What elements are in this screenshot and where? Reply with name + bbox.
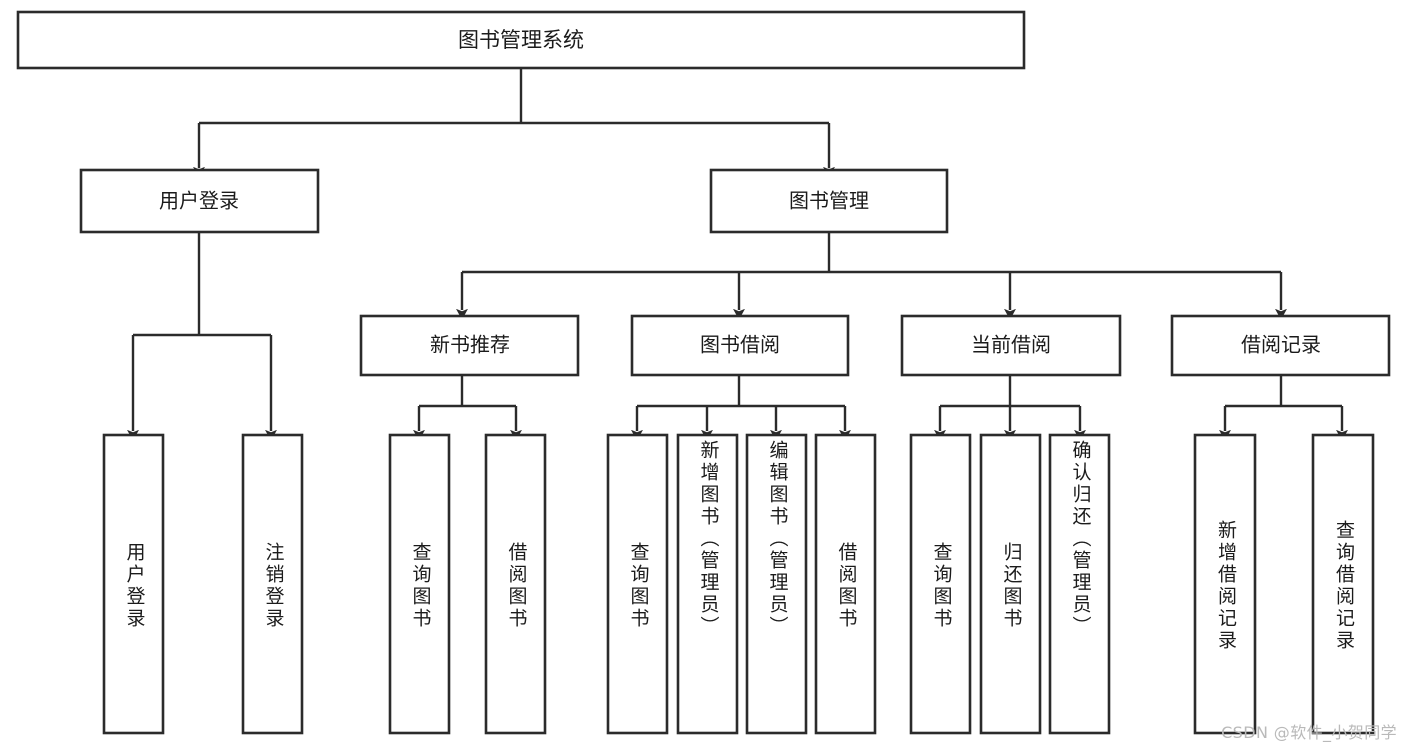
- node-current-borrow-label: 当前借阅: [971, 333, 1051, 357]
- leaf-user-login-2[interactable]: 注销登录: [241, 433, 304, 735]
- leaf-label: 借阅图书: [835, 542, 858, 630]
- leaf-label: 借阅图书: [505, 542, 528, 630]
- edge-group-new-book-recommend: [413, 375, 522, 441]
- leaf-bb-2[interactable]: 新增图书（管理员）: [676, 433, 739, 735]
- leaf-label: 编辑图书（管理员）: [766, 440, 789, 638]
- node-root-box[interactable]: [16, 10, 1026, 70]
- node-user-login-label: 用户登录: [159, 189, 239, 213]
- leaf-label: 新增图书（管理员）: [697, 440, 720, 638]
- leaf-box[interactable]: [1311, 433, 1375, 735]
- node-borrow-record-box[interactable]: [1170, 314, 1391, 377]
- leaf-bb-4[interactable]: 借阅图书: [814, 433, 877, 735]
- leaf-box[interactable]: [606, 433, 669, 735]
- leaf-br-1[interactable]: 新增借阅记录: [1193, 433, 1257, 735]
- leaf-label: 注销登录: [262, 542, 285, 630]
- node-book-manage-label: 图书管理: [789, 189, 869, 213]
- leaf-box[interactable]: [814, 433, 877, 735]
- node-root-label: 图书管理系统: [458, 28, 584, 52]
- leaf-box[interactable]: [909, 433, 972, 735]
- leaf-box[interactable]: [241, 433, 304, 735]
- leaf-box[interactable]: [1048, 433, 1111, 735]
- node-book-borrow-label: 图书借阅: [700, 333, 780, 357]
- leaf-label: 归还图书: [1000, 542, 1023, 630]
- leaf-box[interactable]: [979, 433, 1042, 735]
- leaf-label: 新增借阅记录: [1214, 520, 1237, 652]
- edge-group-user-login: [127, 232, 277, 441]
- node-book-manage-box[interactable]: [709, 168, 949, 234]
- edge-group-book-borrow: [631, 375, 851, 441]
- leaf-cb-2[interactable]: 归还图书: [979, 433, 1042, 735]
- leaf-label: 确认归还（管理员）: [1069, 440, 1092, 638]
- edge-group-root: [193, 68, 835, 178]
- leaf-box[interactable]: [388, 433, 451, 735]
- node-book-borrow-box[interactable]: [630, 314, 850, 377]
- node-borrow-record[interactable]: 借阅记录: [1170, 314, 1391, 377]
- leaf-box[interactable]: [102, 433, 165, 735]
- leaf-label: 用户登录: [123, 542, 146, 630]
- node-book-borrow[interactable]: 图书借阅: [630, 314, 850, 377]
- leaf-nbr-2[interactable]: 借阅图书: [484, 433, 547, 735]
- node-user-login-box[interactable]: [79, 168, 320, 234]
- leaf-box[interactable]: [676, 433, 739, 735]
- edge-group-book-manage: [456, 232, 1287, 320]
- leaf-br-2[interactable]: 查询借阅记录: [1311, 433, 1375, 735]
- leaf-box[interactable]: [484, 433, 547, 735]
- node-root[interactable]: 图书管理系统: [16, 10, 1026, 70]
- leaf-label: 查询图书: [409, 542, 432, 630]
- leaf-bb-1[interactable]: 查询图书: [606, 433, 669, 735]
- leaf-cb-1[interactable]: 查询图书: [909, 433, 972, 735]
- watermark-text: CSDN @软件_小贺同学: [1221, 723, 1397, 742]
- leaf-label: 查询图书: [627, 542, 650, 630]
- leaf-label: 查询借阅记录: [1332, 520, 1355, 652]
- edge-group-borrow-record: [1219, 375, 1348, 441]
- node-current-borrow-box[interactable]: [900, 314, 1122, 377]
- node-new-book-recommend-box[interactable]: [359, 314, 580, 377]
- leaf-box[interactable]: [745, 433, 808, 735]
- node-book-manage[interactable]: 图书管理: [709, 168, 949, 234]
- edge-group-current-borrow: [934, 375, 1086, 441]
- node-current-borrow[interactable]: 当前借阅: [900, 314, 1122, 377]
- leaf-user-login-1[interactable]: 用户登录: [102, 433, 165, 735]
- node-borrow-record-label: 借阅记录: [1241, 333, 1321, 357]
- leaf-label: 查询图书: [930, 542, 953, 630]
- leaf-nbr-1[interactable]: 查询图书: [388, 433, 451, 735]
- node-new-book-recommend[interactable]: 新书推荐: [359, 314, 580, 377]
- leaf-cb-3[interactable]: 确认归还（管理员）: [1048, 433, 1111, 735]
- node-new-book-recommend-label: 新书推荐: [430, 333, 510, 357]
- leaf-bb-3[interactable]: 编辑图书（管理员）: [745, 433, 808, 735]
- node-user-login[interactable]: 用户登录: [79, 168, 320, 234]
- leaf-box[interactable]: [1193, 433, 1257, 735]
